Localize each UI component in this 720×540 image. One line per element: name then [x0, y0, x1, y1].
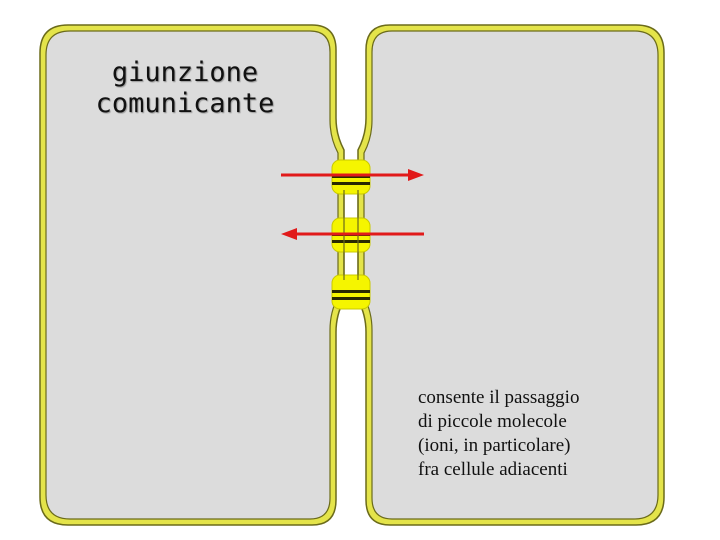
- connexon: [331, 159, 371, 195]
- description-text: consente il passaggio di piccole molecol…: [418, 386, 658, 482]
- description-line: consente il passaggio: [418, 387, 580, 408]
- title-line-1: giunzione: [111, 57, 259, 88]
- connexon: [331, 274, 371, 310]
- left-cell-cytoplasm: [45, 30, 339, 520]
- left-cell: [39, 24, 345, 526]
- right-cell-cytoplasm: [363, 30, 659, 520]
- description-line: di piccole molecole: [418, 411, 567, 432]
- description-line: fra cellule adiacenti: [418, 459, 568, 480]
- description-line: (ioni, in particolare): [418, 435, 571, 456]
- arrow-right-icon: [281, 169, 424, 181]
- title-line-2: comunicante: [95, 88, 275, 119]
- right-cell: [357, 24, 665, 526]
- arrow-left-icon: [281, 228, 424, 240]
